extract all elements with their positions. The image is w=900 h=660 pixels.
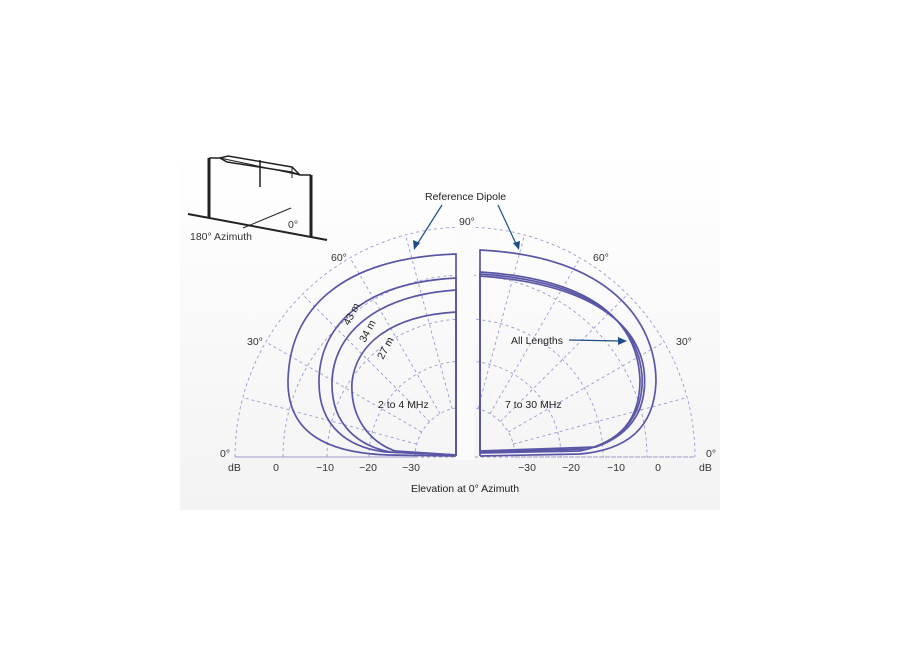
grid-spoke-60 [489,257,581,414]
reference-dipole-arrowhead-left [413,240,420,250]
db-tick-right-30: −30 [518,462,536,474]
angle-60-label-left: 60° [331,252,347,264]
curve-left-27m [351,311,457,456]
center-gap [456,220,474,460]
db-tick-left-20: −20 [359,462,377,474]
db-tick-left-30: −30 [402,462,420,474]
db-tick-right-20: −20 [562,462,580,474]
pattern-curves [287,249,657,457]
all-lengths-arrow [568,339,622,342]
curve-right-all-lengths-b [479,273,643,453]
all-lengths-label: All Lengths [511,335,563,347]
db-tick-right-10: −10 [607,462,625,474]
angle-0-label-right: 0° [706,448,716,460]
azimuth-0-label: 0° [288,219,298,231]
azimuth-180-label: 180° Azimuth [190,231,252,243]
db-unit-right: dB [699,462,712,474]
grid-spoke-120 [349,257,441,414]
reference-dipole-label: Reference Dipole [425,191,506,203]
reference-dipole-arrow-left [415,204,443,247]
curve-right-all-lengths-c [479,275,646,452]
db-unit-left: dB [228,462,241,474]
db-tick-left-0: 0 [273,462,279,474]
elevation-pattern-diagram: 180° Azimuth 0° 90° 60° 60° 30° 30° 0° 0… [187,155,716,495]
curve-right-all-lengths-a [479,271,641,454]
diagram-panel: 180° Azimuth 0° 90° 60° 60° 30° 30° 0° 0… [180,150,720,510]
length-27-label: 27 m [375,335,397,361]
antenna-icon: 180° Azimuth 0° [187,155,328,243]
left-band-label: 2 to 4 MHz [378,399,429,411]
angle-60-label-right: 60° [593,252,609,264]
db-tick-right-0: 0 [655,462,661,474]
curve-right-reference-dipole [479,249,657,457]
polar-grid [234,220,696,460]
angle-30-label-left: 30° [247,336,263,348]
curve-left-43m [318,277,457,456]
angle-30-label-right: 30° [676,336,692,348]
angle-0-label-left: 0° [220,448,230,460]
curve-left-reference-dipole [287,253,457,457]
grid-spoke-150 [265,341,422,433]
angle-90-label: 90° [459,216,475,228]
x-axis-label: Elevation at 0° Azimuth [411,483,519,495]
right-band-label: 7 to 30 MHz [505,399,562,411]
length-34-label: 34 m [357,318,379,344]
grid-spoke-135 [302,294,430,422]
reference-dipole-arrowhead-right [513,241,520,250]
db-tick-left-10: −10 [316,462,334,474]
grid-spoke-105 [405,234,453,409]
reference-dipole-arrow-right [497,204,518,247]
all-lengths-arrowhead [618,337,627,345]
curve-left-34m [331,289,457,456]
grid-spoke-75 [477,234,525,409]
grid-spoke-15 [513,397,688,445]
